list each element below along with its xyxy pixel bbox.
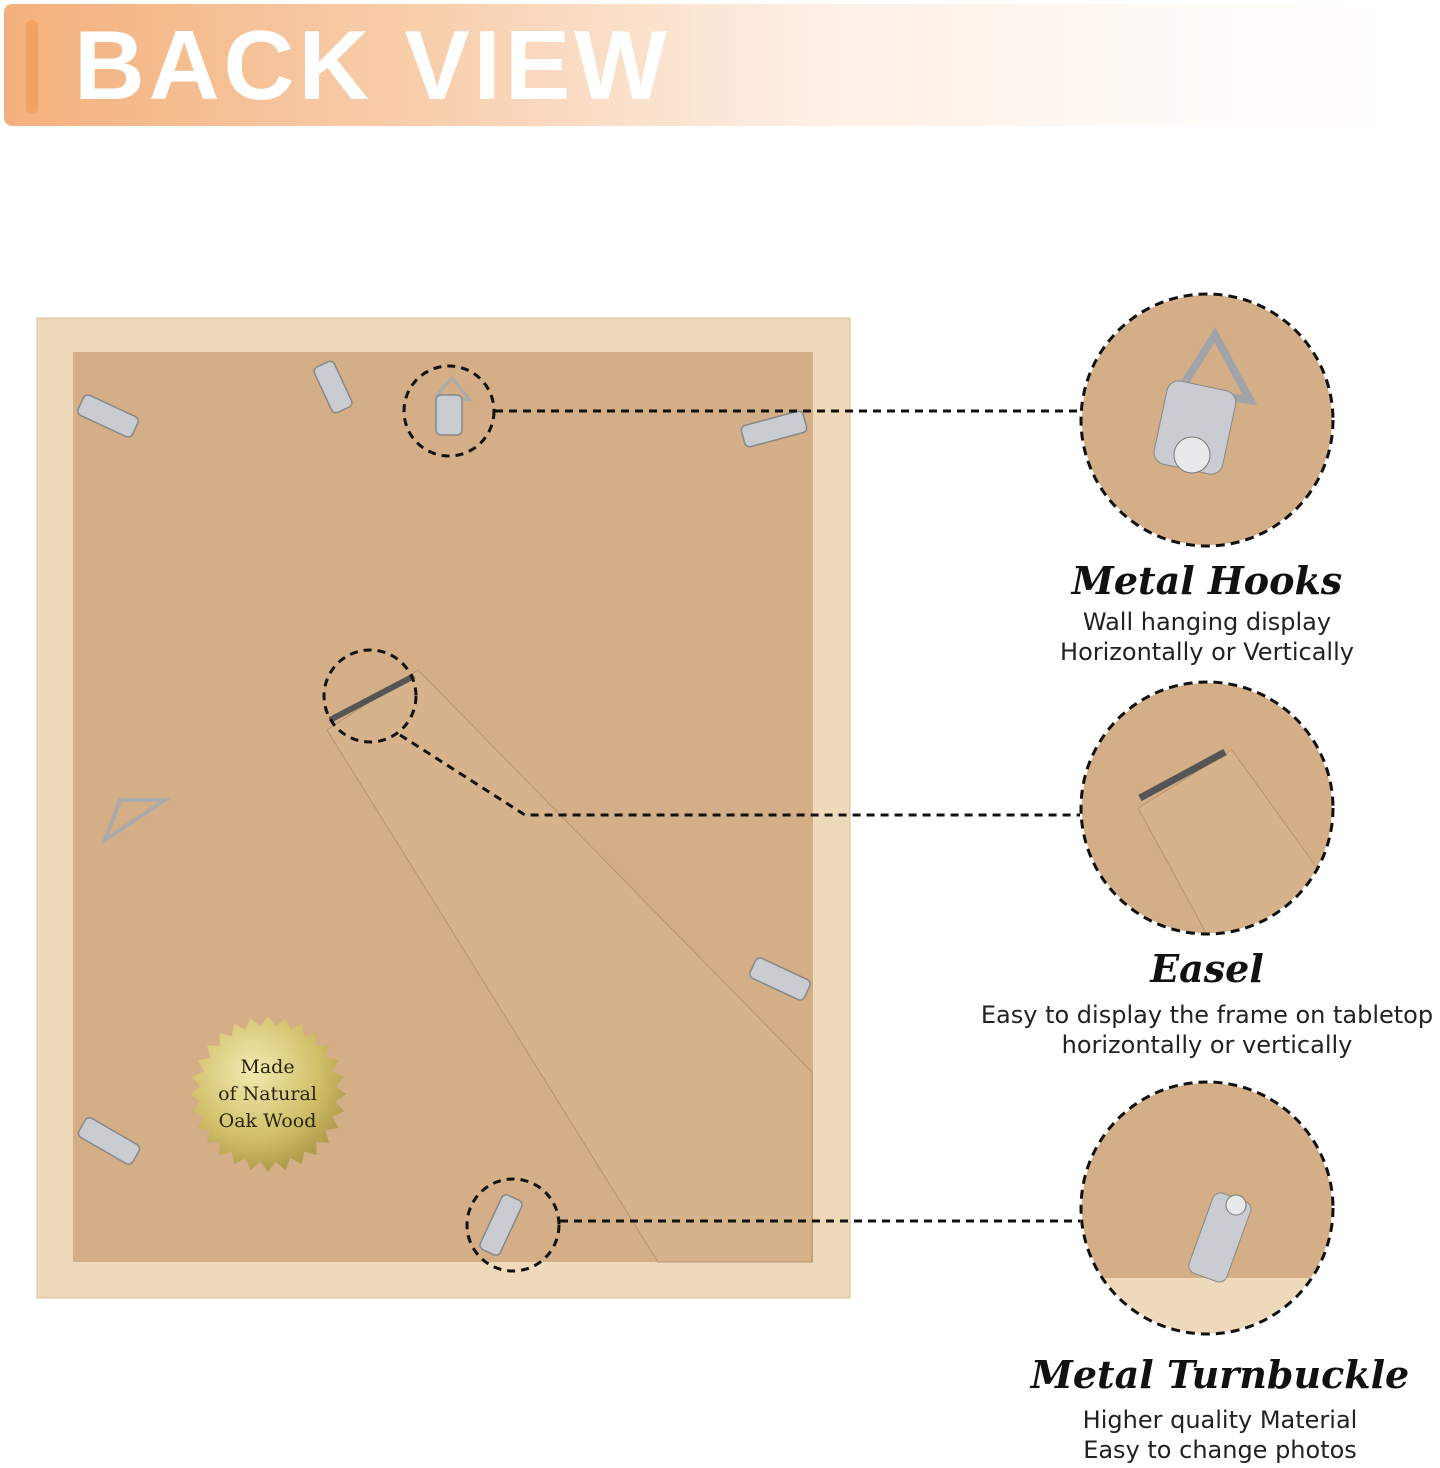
feature-title-easel: Easel [1150, 946, 1264, 991]
wooden-frame [36, 317, 851, 1299]
metal-clips [77, 360, 811, 1256]
seal-line: of Natural [218, 1083, 317, 1105]
accent-bar [26, 20, 38, 114]
seal-line: Made [240, 1056, 295, 1078]
feature-title-metal-hooks: Metal Hooks [1071, 558, 1343, 603]
page-title: BACK VIEW [74, 10, 671, 120]
desc-line: Horizontally or Vertically [1060, 638, 1354, 666]
feature-title-metal-turnbuckle: Metal Turnbuckle [1030, 1352, 1410, 1397]
desc-line: horizontally or vertically [1061, 1031, 1353, 1059]
desc-line: Higher quality Material [1082, 1406, 1358, 1434]
feature-desc-easel: Easy to display the frame on tabletop ho… [957, 1000, 1440, 1060]
desc-line: Wall hanging display [1082, 608, 1332, 636]
desc-line: Easy to change photos [1083, 1436, 1357, 1464]
desc-line: Easy to display the frame on tabletop [980, 1001, 1434, 1029]
feature-desc-metal-hooks: Wall hanging display Horizontally or Ver… [957, 607, 1440, 667]
seal-badge [190, 1016, 346, 1172]
seal-text: Made of Natural Oak Wood [190, 1054, 345, 1135]
metal-hook-detail [1082, 295, 1332, 545]
header-banner: BACK VIEW [4, 4, 1434, 126]
seal-line: Oak Wood [218, 1110, 317, 1132]
easel-detail [1082, 683, 1332, 933]
feature-desc-metal-turnbuckle: Higher quality Material Easy to change p… [970, 1405, 1440, 1465]
